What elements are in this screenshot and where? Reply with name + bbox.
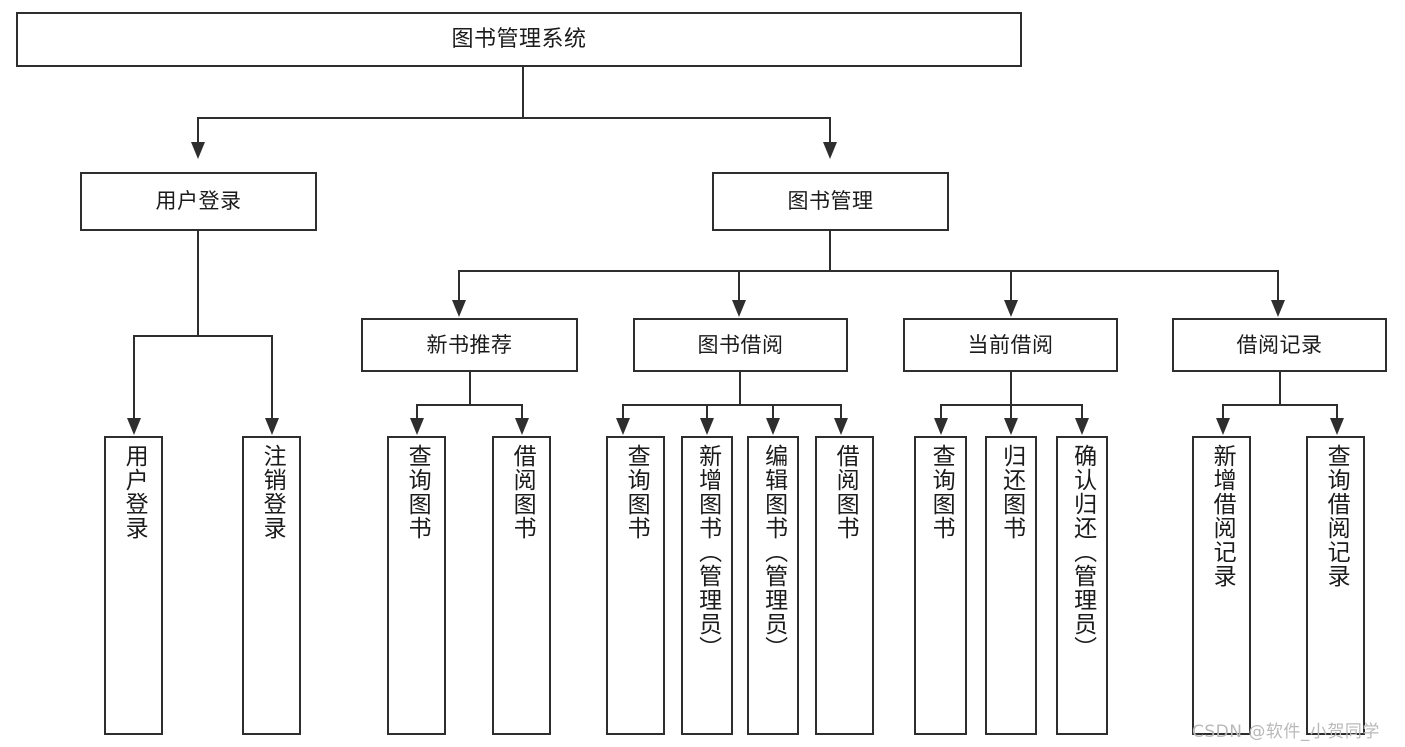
edge-book-borrow-to-leaf-2 [772,404,774,418]
leaf-current-borrow-1[interactable]: 归还图书 [985,436,1037,735]
node-label: 注销登录 [259,444,286,540]
arrowhead-new-book-leaf-0 [410,418,424,435]
edge-book-mgmt-to-child-0 [458,270,460,300]
edge-current-borrow-to-leaf-1 [1010,404,1012,418]
node-root-system[interactable]: 图书管理系统 [16,12,1022,67]
node-borrow-record[interactable]: 借阅记录 [1172,318,1387,372]
edge-borrow-record-bar [1222,404,1337,406]
edge-book-borrow-to-leaf-0 [622,404,624,418]
node-label: 用户登录 [121,444,148,540]
arrowhead-new-book-leaf-1 [515,418,529,435]
arrowhead-current-borrow [1004,300,1018,317]
edge-borrow-record-to-leaf-1 [1336,404,1338,418]
node-label: 新增借阅记录 [1209,444,1236,588]
edge-user-login-to-leaf-0 [133,335,135,418]
arrowhead-current-borrow-leaf-1 [1004,418,1018,435]
arrowhead-borrow-record-leaf-0 [1216,418,1230,435]
node-current-borrow[interactable]: 当前借阅 [903,318,1118,372]
node-label: 查询借阅记录 [1323,444,1350,588]
edge-current-borrow-stem [1010,372,1012,404]
arrowhead-book-mgmt [823,142,837,159]
edge-user-login-bar [133,335,271,337]
arrowhead-book-borrow-leaf-2 [766,418,780,435]
edge-borrow-record-stem [1279,372,1281,404]
arrowhead-user-login-leaf-0 [127,418,141,435]
node-label: 借阅记录 [1236,332,1323,357]
node-label: 查询图书 [623,444,650,540]
leaf-book-borrow-3[interactable]: 借阅图书 [815,436,874,735]
node-user-login[interactable]: 用户登录 [80,172,317,231]
node-label: 新增图书（管理员） [694,444,721,660]
leaf-borrow-record-1[interactable]: 查询借阅记录 [1306,436,1365,735]
arrowhead-user-login [191,142,205,159]
node-label: 查询图书 [928,444,955,540]
node-label: 编辑图书（管理员） [760,444,787,660]
node-label: 当前借阅 [967,332,1054,357]
edge-user-login-stem [197,231,199,335]
edge-root-stem [522,67,524,117]
arrowhead-current-borrow-leaf-0 [934,418,948,435]
leaf-current-borrow-0[interactable]: 查询图书 [914,436,967,735]
edge-user-login-to-leaf-1 [271,335,273,418]
node-label: 查询图书 [404,444,431,540]
arrowhead-book-borrow-leaf-0 [616,418,630,435]
edge-book-borrow-bar [622,404,841,406]
csdn-watermark: CSDN @软件_小贺同学 [1192,722,1380,742]
edge-new-book-to-leaf-1 [521,404,523,418]
node-label: 图书管理系统 [451,26,587,52]
edge-book-mgmt-to-child-2 [1010,270,1012,300]
node-label: 归还图书 [998,444,1025,540]
edge-book-mgmt-to-child-1 [738,270,740,300]
leaf-borrow-record-0[interactable]: 新增借阅记录 [1192,436,1251,735]
node-label: 用户登录 [155,189,242,214]
edge-borrow-record-to-leaf-0 [1222,404,1224,418]
node-new-book-recommend[interactable]: 新书推荐 [361,318,578,372]
arrowhead-book-borrow [732,300,746,317]
edge-current-borrow-to-leaf-2 [1081,404,1083,418]
edge-book-borrow-to-leaf-1 [706,404,708,418]
edge-root-to-book-mgmt [829,117,831,142]
node-book-management[interactable]: 图书管理 [712,172,949,231]
node-book-borrow[interactable]: 图书借阅 [633,318,848,372]
arrowhead-current-borrow-leaf-2 [1075,418,1089,435]
node-label: 借阅图书 [832,444,859,540]
edge-book-borrow-to-leaf-3 [840,404,842,418]
edge-current-borrow-to-leaf-0 [940,404,942,418]
leaf-book-borrow-0[interactable]: 查询图书 [606,436,665,735]
edge-new-book-stem [469,372,471,404]
edge-book-mgmt-to-child-3 [1277,270,1279,300]
edge-book-mgmt-stem [829,231,831,270]
node-label: 新书推荐 [426,332,513,357]
edge-book-mgmt-bar [458,270,1278,272]
leaf-user-login-0[interactable]: 用户登录 [104,436,163,735]
arrowhead-book-borrow-leaf-1 [700,418,714,435]
arrowhead-borrow-record [1271,300,1285,317]
edge-root-bar [197,117,831,119]
edge-new-book-bar [416,404,522,406]
node-label: 确认归还（管理员） [1069,444,1096,660]
edge-book-borrow-stem [739,372,741,404]
leaf-current-borrow-2[interactable]: 确认归还（管理员） [1056,436,1108,735]
edge-new-book-to-leaf-0 [416,404,418,418]
arrowhead-user-login-leaf-1 [265,418,279,435]
arrowhead-borrow-record-leaf-1 [1330,418,1344,435]
edge-root-to-user-login [197,117,199,142]
arrowhead-new-book-recommend [452,300,466,317]
leaf-book-borrow-1[interactable]: 新增图书（管理员） [681,436,733,735]
leaf-new-book-recommend-0[interactable]: 查询图书 [387,436,446,735]
leaf-new-book-recommend-1[interactable]: 借阅图书 [492,436,551,735]
arrowhead-book-borrow-leaf-3 [834,418,848,435]
node-label: 图书借阅 [697,332,784,357]
node-label: 借阅图书 [509,444,536,540]
leaf-user-login-1[interactable]: 注销登录 [242,436,301,735]
node-label: 图书管理 [787,189,874,214]
leaf-book-borrow-2[interactable]: 编辑图书（管理员） [747,436,799,735]
